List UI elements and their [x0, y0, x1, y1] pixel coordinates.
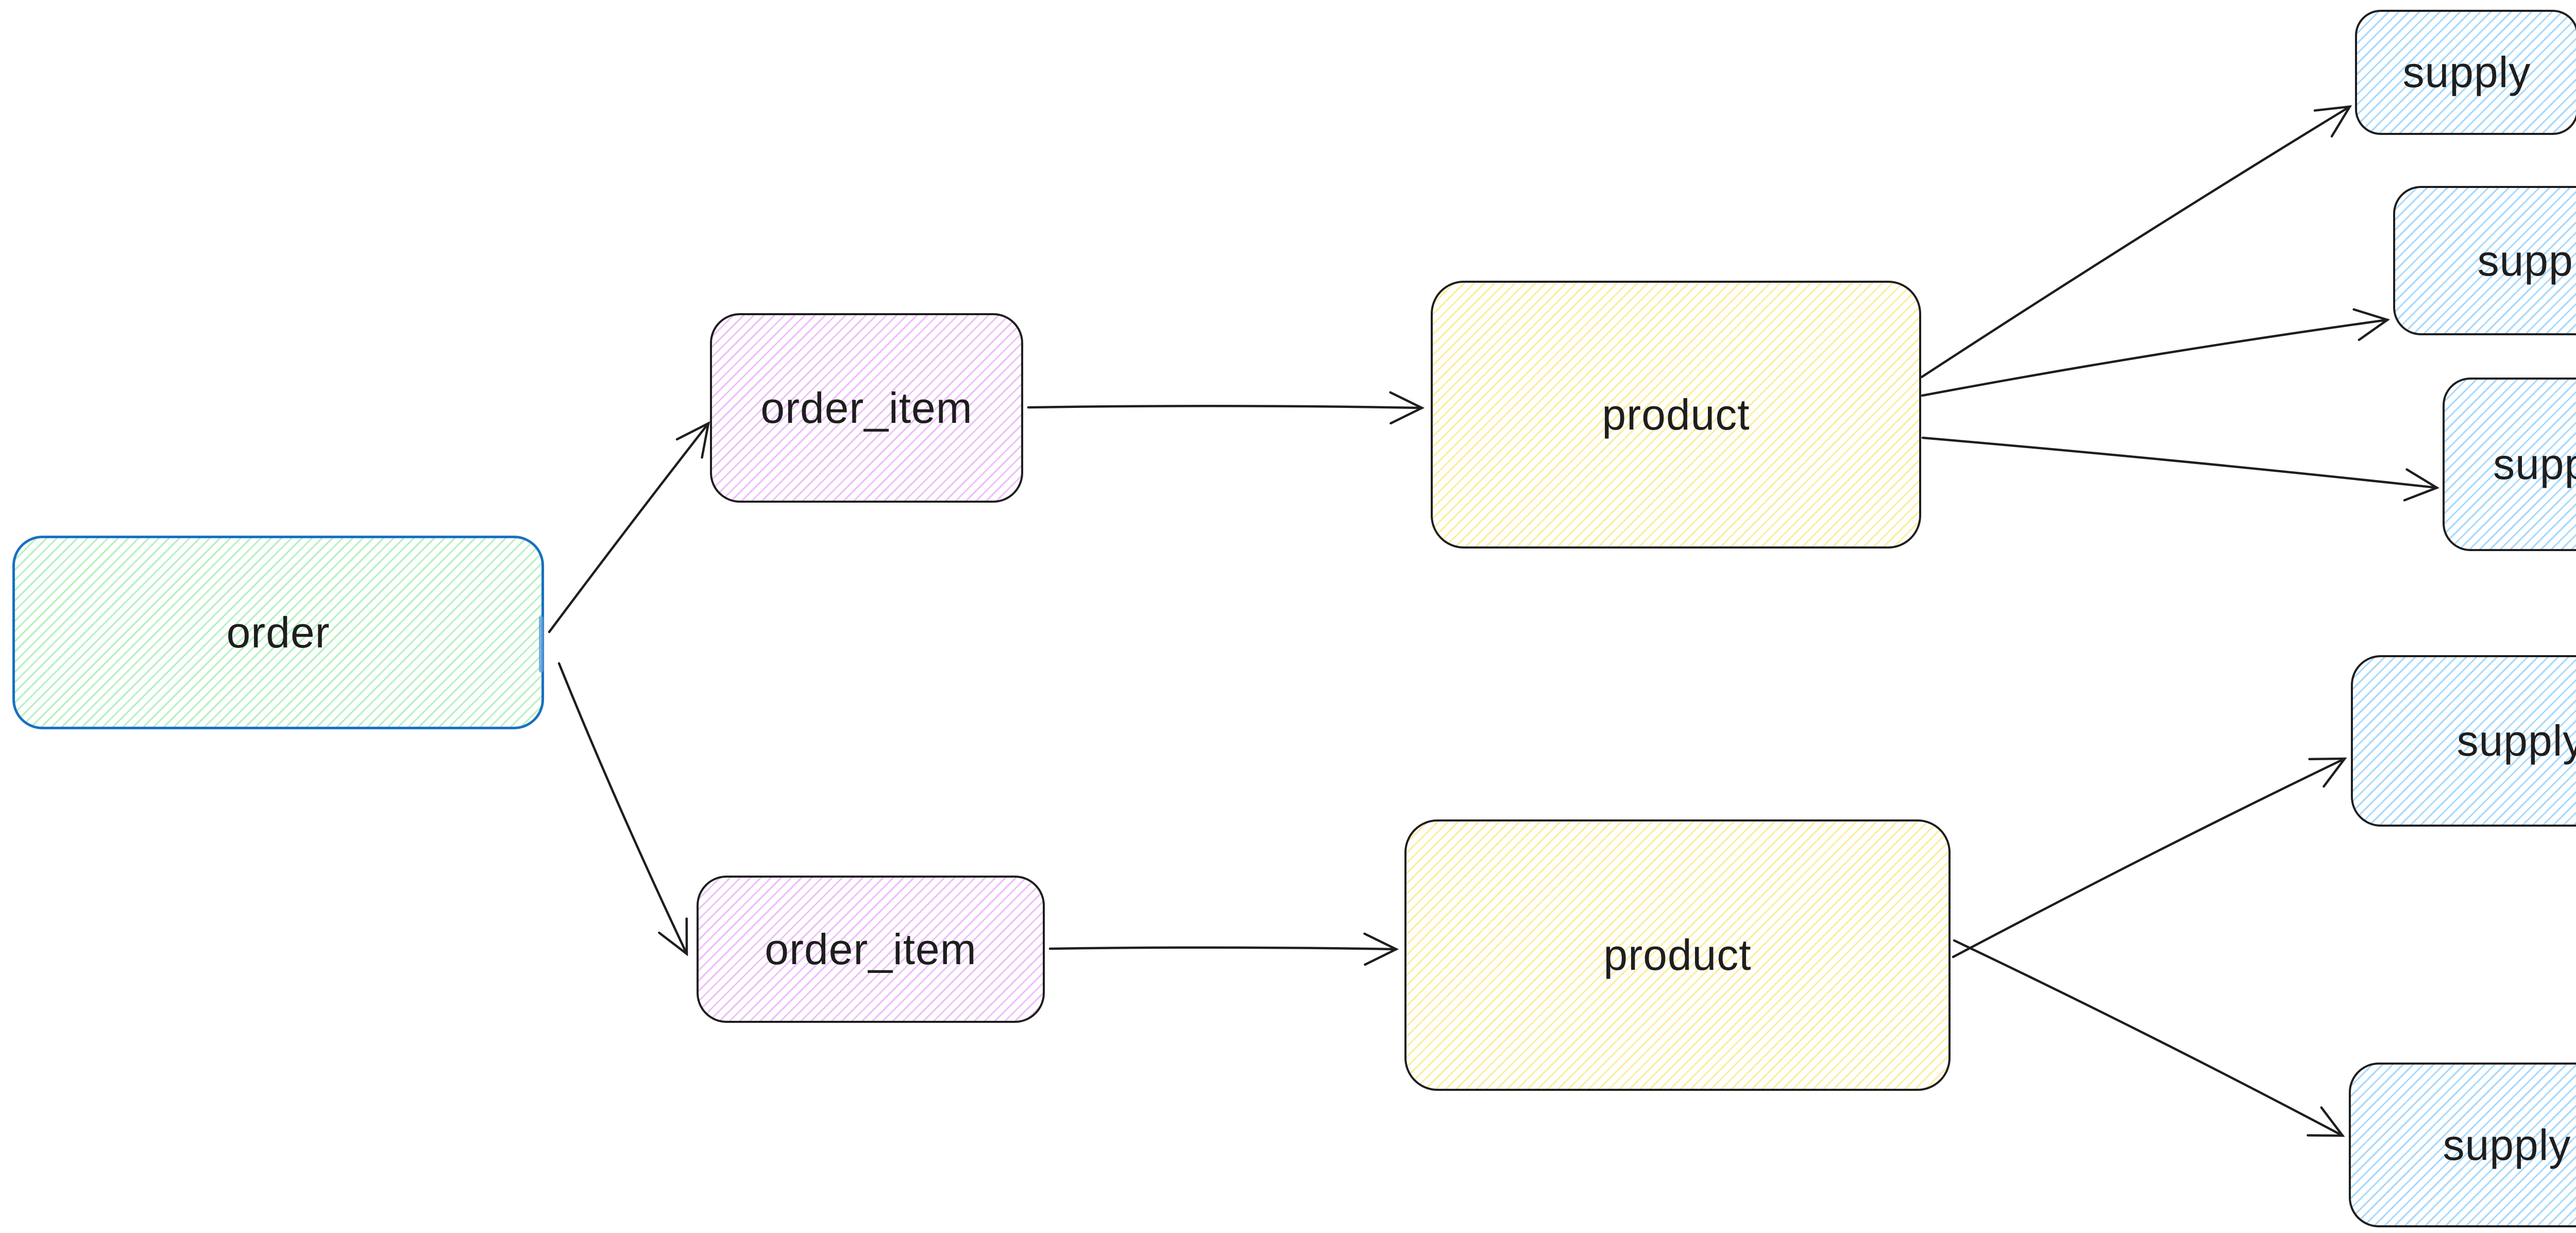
- node-order-item-2-label: order_item: [765, 924, 977, 973]
- arrow-order-item-2-to-product-2[interactable]: [1048, 932, 1399, 966]
- arrow-product-1-to-supply-2[interactable]: [1921, 308, 2391, 397]
- node-order-item-1[interactable]: order_item: [710, 313, 1023, 503]
- node-order-item-2[interactable]: order_item: [697, 876, 1045, 1023]
- arrow-product-2-to-supply-5[interactable]: [1953, 939, 2345, 1137]
- node-supply-5-label: supply: [2443, 1120, 2571, 1169]
- arrow-order-item-1-to-product-1[interactable]: [1027, 391, 1425, 425]
- node-supply-3[interactable]: supply: [2443, 378, 2576, 551]
- node-order-label: order: [226, 608, 330, 657]
- arrow-product-1-to-supply-3[interactable]: [1921, 436, 2440, 502]
- node-product-2[interactable]: product: [1404, 819, 1951, 1091]
- node-order-item-1-label: order_item: [760, 383, 973, 432]
- node-supply-2-label: supply: [2477, 236, 2576, 285]
- arrow-product-2-to-supply-4[interactable]: [1952, 757, 2347, 958]
- arrow-binding-highlight: [539, 616, 544, 673]
- arrow-order-to-order-item-1[interactable]: [548, 421, 710, 633]
- arrow-product-1-to-supply-1[interactable]: [1920, 105, 2352, 379]
- node-supply-3-label: supply: [2493, 440, 2576, 488]
- node-order[interactable]: order: [12, 536, 544, 729]
- node-product-1-label: product: [1602, 390, 1750, 439]
- node-product-2-label: product: [1603, 931, 1752, 979]
- node-supply-1-label: supply: [2402, 48, 2531, 96]
- node-supply-1[interactable]: supply: [2355, 10, 2576, 135]
- node-supply-2[interactable]: supply: [2393, 186, 2576, 335]
- node-supply-4[interactable]: supply: [2351, 655, 2576, 827]
- node-product-1[interactable]: product: [1431, 281, 1921, 549]
- node-supply-5[interactable]: supply: [2349, 1063, 2576, 1227]
- arrow-order-to-order-item-2[interactable]: [557, 662, 688, 956]
- node-supply-4-label: supply: [2456, 716, 2576, 765]
